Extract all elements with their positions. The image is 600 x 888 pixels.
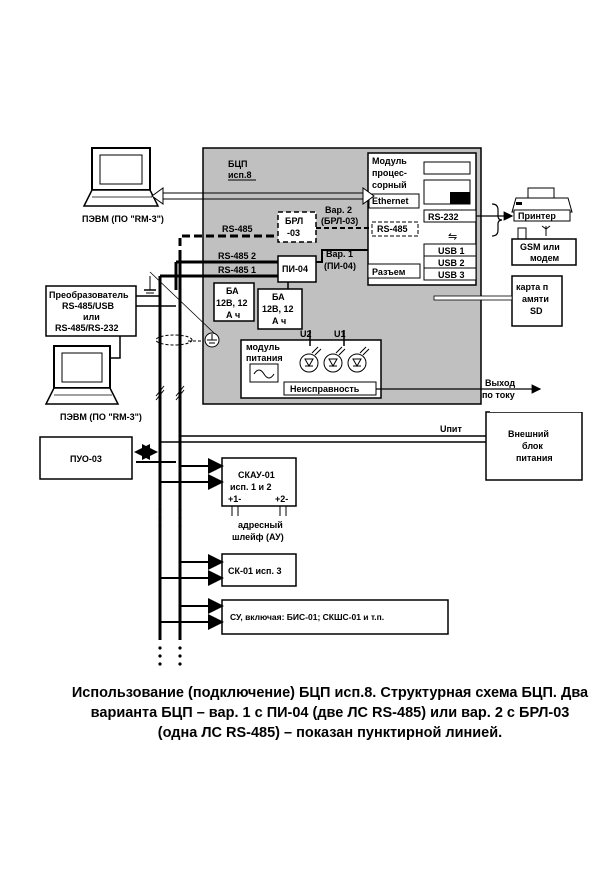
ethernet-port: Ethernet	[372, 196, 409, 206]
var1-label: Вар. 1	[326, 249, 353, 259]
rs485-2-label: RS-485 2	[218, 251, 256, 261]
gsm-modem-icon	[517, 225, 551, 241]
cpu-module-line1: Модуль	[372, 156, 407, 166]
battery-2: БА 12В, 12 А ч	[257, 288, 303, 330]
u1-label: U1	[334, 329, 346, 339]
svg-text:амяти: амяти	[522, 294, 549, 304]
rs485-1-label: RS-485 1	[218, 265, 256, 275]
pc-top-icon	[82, 147, 160, 207]
svg-text:карта п: карта п	[516, 282, 548, 292]
led-2-icon	[323, 346, 346, 373]
led-1-icon	[299, 346, 322, 373]
var2-label: Вар. 2	[325, 205, 352, 215]
su-label: СУ, включая: БИС-01; СКШС-01 и т.п.	[230, 612, 384, 622]
power-module-label2: питания	[246, 353, 283, 363]
power-module-label: модуль	[246, 342, 280, 352]
cpu-module-line3: сорный	[372, 180, 407, 190]
var2-sub: (БРЛ-03)	[321, 216, 358, 226]
svg-text:СКАУ-01: СКАУ-01	[238, 470, 275, 480]
svg-text:блок: блок	[522, 441, 543, 451]
battery-1: БА 12В, 12 А ч	[213, 282, 255, 322]
puo03-block: ПУО-03	[39, 436, 133, 480]
svg-text:исп. 1 и 2: исп. 1 и 2	[230, 482, 272, 492]
svg-text:12В, 12: 12В, 12	[262, 304, 294, 314]
rs485-line-label: RS-485	[222, 224, 253, 234]
cpu-module: Модуль процес- сорный Ethernet RS-232 RS…	[367, 152, 477, 286]
svg-text:+2-: +2-	[275, 494, 288, 504]
svg-text:или: или	[83, 312, 100, 322]
cpu-module-line2: процес-	[372, 168, 407, 178]
power-module: модуль питания U2 U1 Неисправность	[240, 329, 382, 399]
brl03-block: БРЛ -03	[277, 211, 317, 243]
svg-text:БА: БА	[226, 286, 239, 296]
fault-out-label2: по току	[482, 390, 515, 400]
puo-label: ПУО-03	[70, 454, 102, 464]
svg-text:RS-485/RS-232: RS-485/RS-232	[55, 323, 119, 333]
upit-label: Uпит	[440, 424, 462, 434]
svg-text:БА: БА	[272, 292, 285, 302]
fault-label: Неисправность	[290, 384, 360, 394]
usb-icon: ⇋	[448, 230, 457, 243]
chassis-ground-icon	[204, 332, 220, 348]
u2-label: U2	[300, 329, 312, 339]
su-block: СУ, включая: БИС-01; СКШС-01 и т.п.	[221, 599, 449, 635]
svg-text:Преобразователь: Преобразователь	[49, 290, 129, 300]
pi04-label: ПИ-04	[282, 264, 308, 274]
break-marks	[155, 385, 185, 401]
pi04-block: ПИ-04	[277, 255, 317, 283]
printer-icon	[511, 187, 573, 213]
bcp-subtitle: исп.8	[228, 170, 251, 180]
sd-card-block: карта п амяти SD	[511, 275, 563, 327]
usb3-port: USB 3	[438, 270, 465, 280]
sk01-label: СК-01 исп. 3	[228, 566, 281, 576]
connector: Разъем	[372, 267, 406, 277]
addr-loop-label: адресный	[238, 520, 283, 530]
pc-top-label: ПЭВМ (ПО "RM-3")	[82, 214, 164, 224]
bcp-title: БЦП	[228, 159, 248, 169]
pc-bottom-icon	[44, 345, 120, 405]
pc-bottom-label: ПЭВМ (ПО "RM-3")	[60, 412, 142, 422]
brl-label2: -03	[287, 228, 300, 238]
usb1-port: USB 1	[438, 246, 465, 256]
addr-loop-label2: шлейф (АУ)	[232, 532, 284, 542]
var1-sub: (ПИ-04)	[324, 261, 356, 271]
gsm-label2: модем	[530, 253, 560, 263]
printer-label: Принтер	[518, 211, 556, 221]
led-3-icon	[347, 346, 370, 373]
converter-block: Преобразователь RS-485/USB или RS-485/RS…	[45, 285, 137, 337]
diagram-caption: Использование (подключение) БЦП исп.8. С…	[71, 685, 589, 741]
svg-text:RS-485/USB: RS-485/USB	[62, 301, 115, 311]
svg-text:+1-: +1-	[228, 494, 241, 504]
svg-text:А ч: А ч	[226, 310, 240, 320]
svg-text:Внешний: Внешний	[508, 429, 549, 439]
brl-label: БРЛ	[285, 216, 303, 226]
svg-text:А ч: А ч	[272, 316, 286, 326]
rs485-internal: RS-485	[377, 224, 408, 234]
svg-text:12В, 12: 12В, 12	[216, 298, 248, 308]
bus-continuation-dots	[158, 508, 182, 666]
skau01-block: СКАУ-01 исп. 1 и 2 +1- +2-	[221, 457, 297, 516]
svg-text:SD: SD	[530, 306, 543, 316]
gsm-label: GSM или	[520, 242, 560, 252]
ext-power-block: Внешний блок питания	[485, 406, 586, 481]
rs232-port: RS-232	[428, 212, 459, 222]
ground-icon	[144, 276, 156, 297]
svg-text:питания: питания	[516, 453, 553, 463]
fault-out-label: Выход	[485, 378, 515, 388]
ethernet-link	[151, 187, 375, 205]
sk01-block: СК-01 исп. 3	[221, 553, 297, 587]
usb2-port: USB 2	[438, 258, 465, 268]
